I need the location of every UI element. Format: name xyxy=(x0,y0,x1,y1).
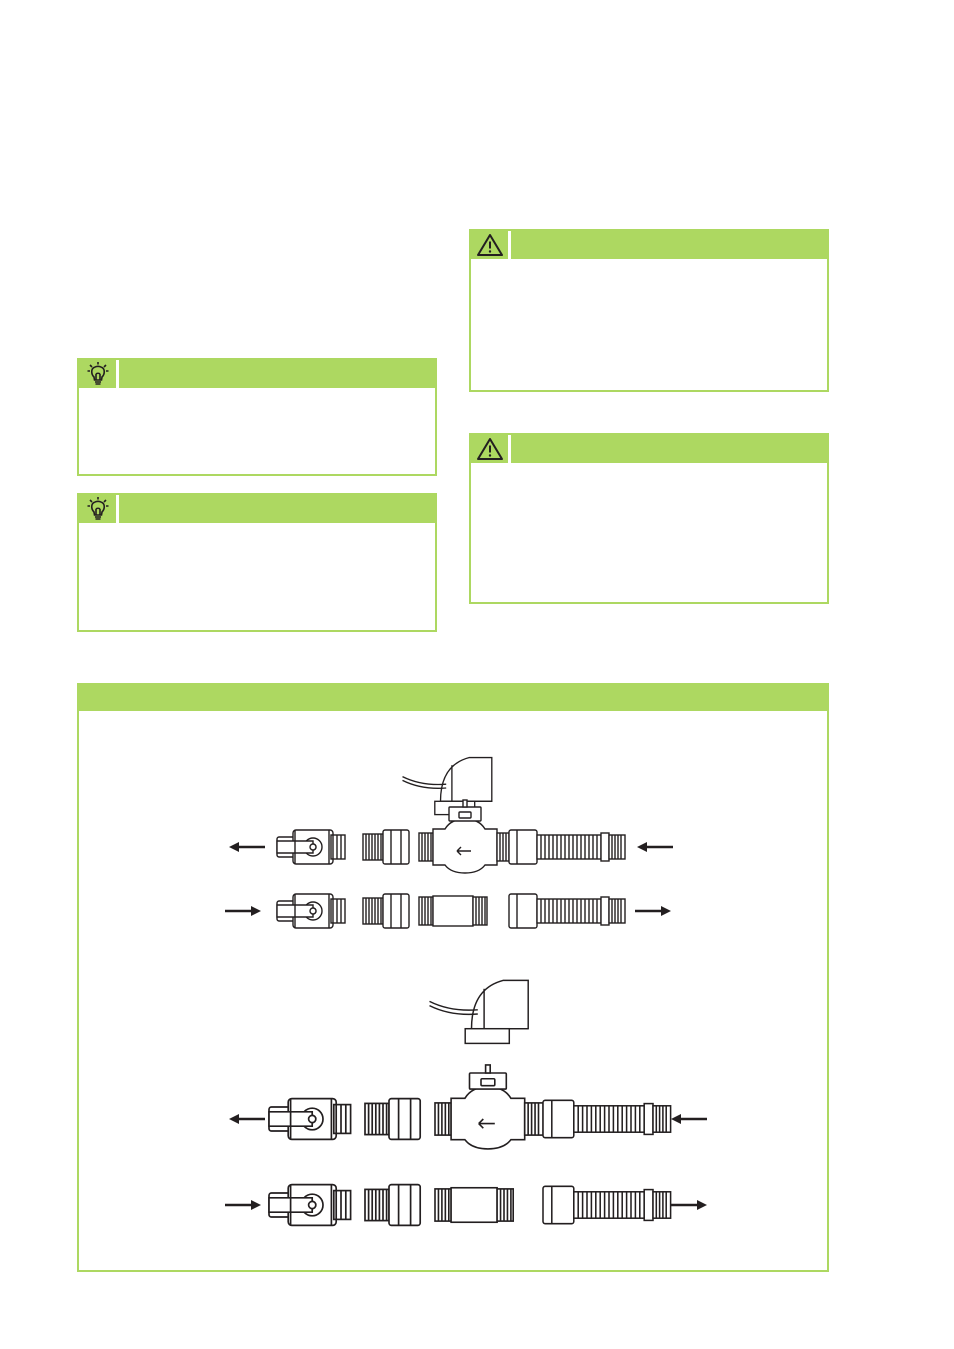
lightbulb-icon xyxy=(87,497,108,520)
flow-arrow-icon xyxy=(223,1198,263,1212)
figure-box xyxy=(77,683,829,1272)
flow-arrow-icon xyxy=(227,840,267,854)
warning-box xyxy=(469,229,829,392)
warning-box xyxy=(469,433,829,604)
ball-valve-icon xyxy=(276,829,346,865)
actuator-icon xyxy=(401,756,493,816)
tip-header xyxy=(79,360,435,388)
tip-box xyxy=(77,493,437,632)
warning-triangle-icon xyxy=(476,438,503,460)
ball-valve-icon xyxy=(268,1183,352,1227)
tip-box xyxy=(77,358,437,476)
zone-valve-body-icon xyxy=(418,799,514,874)
union-fitting-icon xyxy=(362,829,410,865)
flow-arrow-icon xyxy=(223,904,263,918)
union-fitting-icon xyxy=(364,1097,422,1141)
pipe-nipple-icon xyxy=(418,895,488,927)
flow-arrow-icon xyxy=(669,1198,709,1212)
actuator-icon xyxy=(428,979,529,1045)
warning-triangle-icon xyxy=(476,234,503,256)
lower-assembly xyxy=(223,979,709,1227)
zone-valve-body-icon xyxy=(434,1064,544,1150)
warning-header xyxy=(471,435,827,463)
union-fitting-icon xyxy=(364,1183,422,1227)
warning-icon-cell xyxy=(471,231,511,259)
flex-connector-icon xyxy=(508,829,626,865)
ball-valve-icon xyxy=(268,1097,352,1141)
tip-icon-cell xyxy=(79,495,119,523)
installation-diagram xyxy=(223,756,709,1227)
pipe-nipple-icon xyxy=(434,1186,515,1224)
flow-arrow-icon xyxy=(669,1112,709,1126)
tip-header xyxy=(79,495,435,523)
upper-flow-row xyxy=(227,799,675,874)
flex-connector-icon xyxy=(542,1099,672,1139)
flow-arrow-icon xyxy=(633,904,673,918)
tip-icon-cell xyxy=(79,360,119,388)
lower-return-row xyxy=(223,1183,709,1227)
upper-assembly xyxy=(223,756,675,929)
warning-header xyxy=(471,231,827,259)
union-fitting-icon xyxy=(362,893,410,929)
flow-arrow-icon xyxy=(227,1112,267,1126)
warning-icon-cell xyxy=(471,435,511,463)
flex-connector-icon xyxy=(542,1185,672,1225)
lower-flow-row xyxy=(227,1064,709,1150)
lightbulb-icon xyxy=(87,362,108,385)
flow-arrow-icon xyxy=(635,840,675,854)
upper-return-row xyxy=(223,893,673,929)
figure-header xyxy=(79,685,827,711)
ball-valve-icon xyxy=(276,893,346,929)
flex-connector-icon xyxy=(508,893,626,929)
